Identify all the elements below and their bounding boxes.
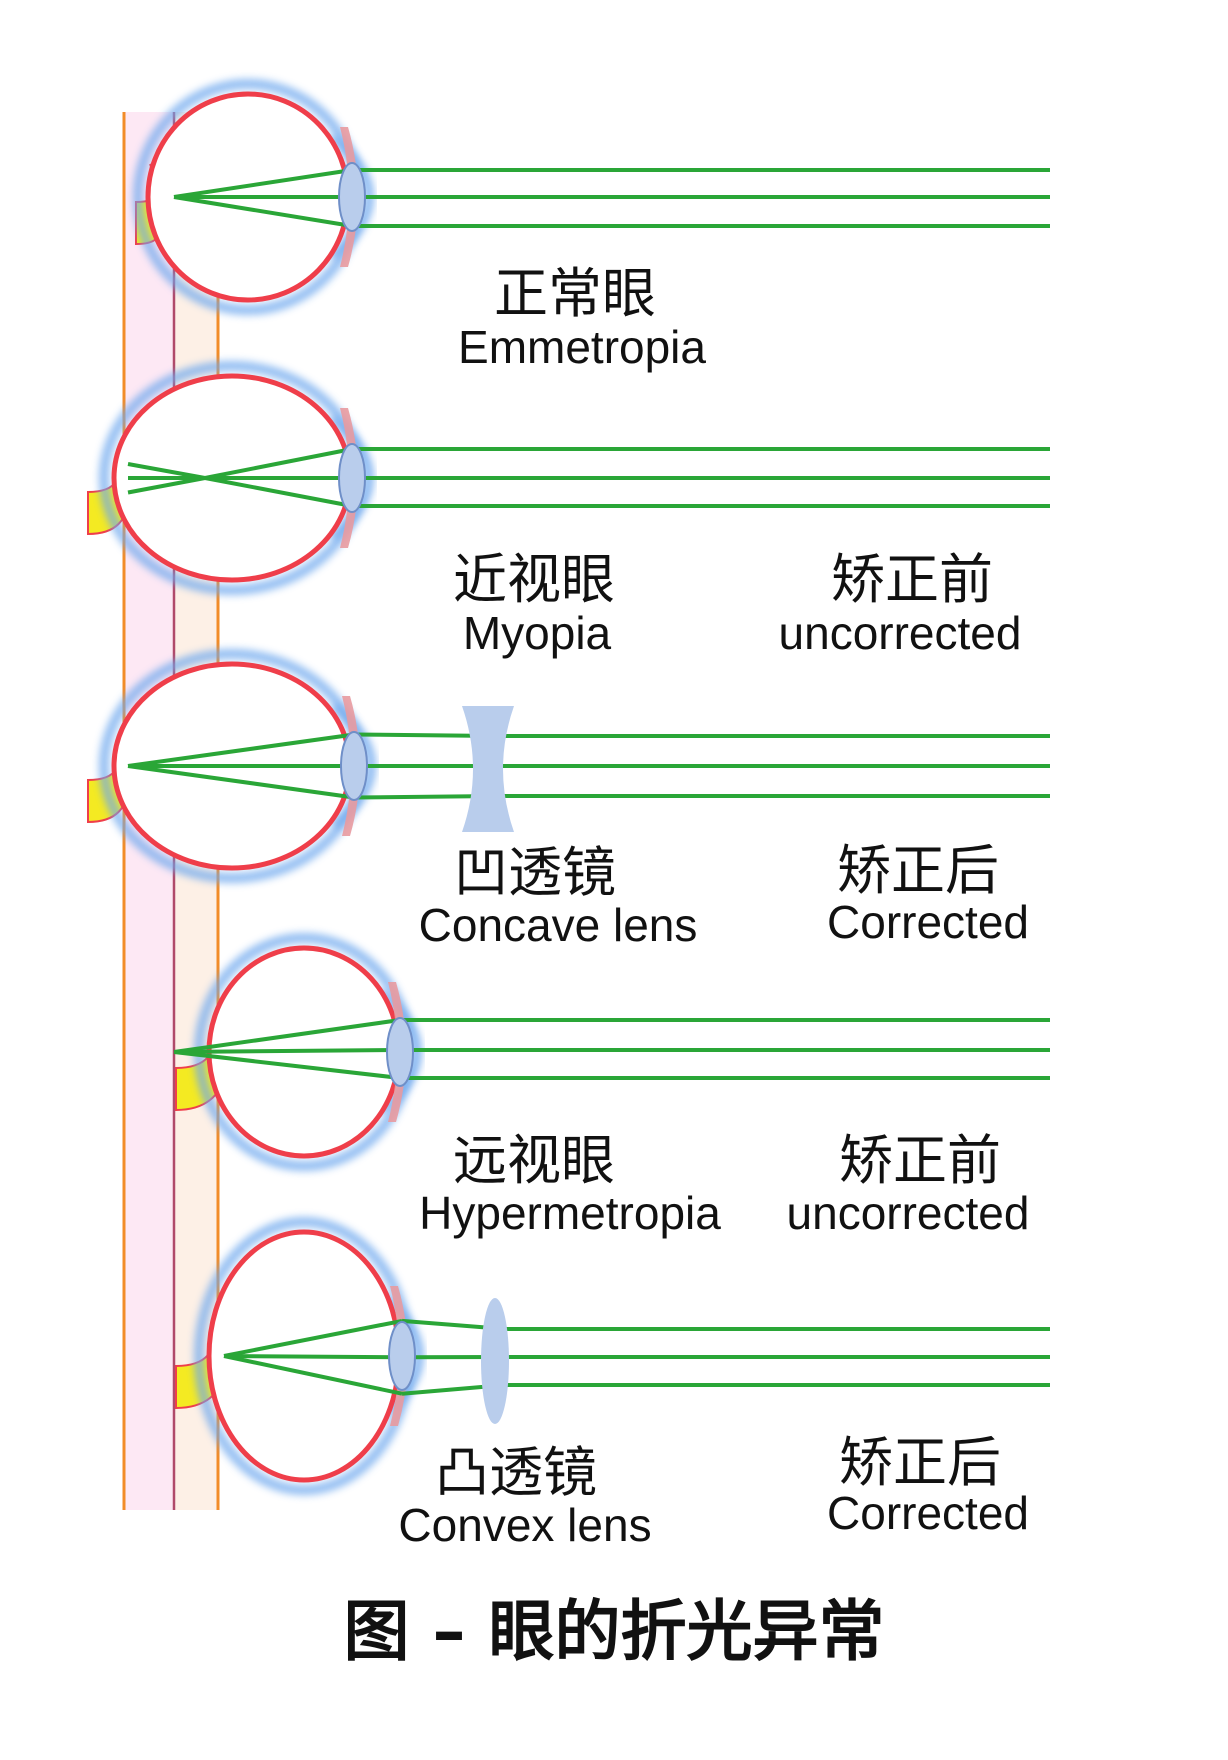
crystalline-lens-emmetropia [338,162,366,232]
label-hypermetropia-state-zh: 矫正前 [839,1129,1001,1192]
figure-caption: 图 – 眼的折光异常 [343,1593,885,1670]
convex-lens [481,1298,509,1424]
crystalline-lens-myopia-corrected [340,731,368,801]
eye-hypermetropia [173,933,1050,1171]
label-myopia-state-en: uncorrected [778,607,1022,659]
light-ray-in-hypermetropia-corrected-2 [223,1354,403,1396]
label-convex-state-en: Corrected [827,1487,1029,1539]
light-ray-in-myopia-corrected-2 [127,764,355,800]
eye-hypermetropia-corrected [175,1217,1050,1495]
label-convex-zh: 凸透镜 [435,1441,597,1504]
light-ray-in-emmetropia-2 [173,195,353,228]
label-concave-state-en: Corrected [827,896,1029,948]
light-ray-in-hypermetropia-1 [173,1048,401,1054]
label-concave-zh: 凹透镜 [454,841,616,904]
light-ray-in-hypermetropia-corrected-1 [223,1354,403,1360]
light-ray-in-hypermetropia-2 [173,1050,401,1080]
concave-lens [462,706,514,832]
label-concave-en: Concave lens [418,899,698,951]
light-ray-in-myopia-2 [204,476,353,508]
eye-myopia-corrected [87,649,1050,883]
label-myopia-en: Myopia [462,607,612,659]
label-concave-state-zh: 矫正后 [837,839,999,902]
crystalline-lens-myopia [338,443,366,513]
crystalline-lens-hypermetropia-corrected [388,1321,416,1391]
crystalline-lens-hypermetropia [386,1017,414,1087]
label-myopia-zh: 近视眼 [453,548,615,611]
label-emmetropia-zh: 正常眼 [494,262,656,325]
label-emmetropia-en: Emmetropia [458,321,706,373]
light-ray-in-myopia-corrected-0 [127,732,355,768]
label-hypermetropia-state-en: uncorrected [786,1187,1030,1239]
light-ray-in-hypermetropia-0 [173,1018,401,1054]
light-ray-in-myopia-0 [204,447,353,480]
light-ray-in-emmetropia-0 [173,168,353,199]
label-myopia-state-zh: 矫正前 [831,548,993,611]
eye-emmetropia [133,79,1050,315]
label-convex-state-zh: 矫正后 [839,1431,1001,1494]
eye-myopia [87,361,1050,595]
label-hypermetropia-en: Hypermetropia [419,1187,721,1239]
light-ray-out-myopia-0 [127,476,206,495]
label-convex-en: Convex lens [398,1499,652,1551]
label-hypermetropia-zh: 远视眼 [453,1129,615,1192]
light-ray-in-hypermetropia-corrected-0 [223,1318,403,1358]
light-ray-out-myopia-2 [127,462,206,480]
